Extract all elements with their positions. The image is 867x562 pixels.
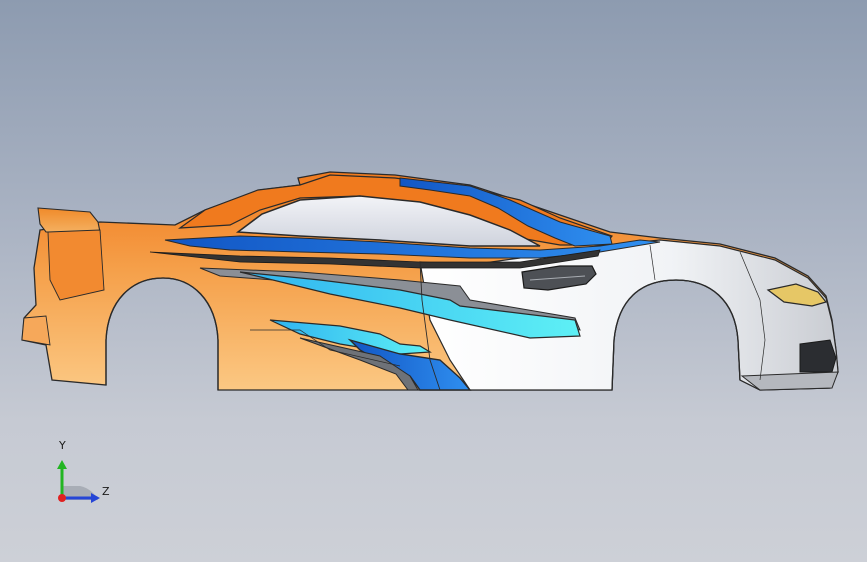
headlight [766,283,828,307]
rear-bumper-detail [21,315,51,346]
z-axis-label: Z [102,485,110,498]
coordinate-triad: Y Z [40,436,120,516]
cyan-stripe-lower [269,319,432,355]
z-axis-arrowhead-icon [91,493,100,503]
y-axis-arrowhead-icon [57,460,67,469]
coordinate-triad-icon [57,460,100,503]
body-blue-swoosh [164,235,661,259]
surface-line [649,244,656,281]
roof-blue-stripe [399,177,613,247]
front-splitter [740,371,839,391]
side-vent-slat [529,275,586,281]
gray-lower-stripe [299,337,419,391]
surface-line [739,251,766,381]
rear-wing [37,207,101,233]
black-accent-stripe [149,249,601,269]
door-seam [419,261,441,391]
rear-panel-detail [47,229,105,301]
front-intake [799,339,837,373]
y-axis-label: Y [59,439,66,452]
cyan-stripe-upper [239,271,581,339]
surface-line [250,329,401,367]
front-wheel-arch [611,279,741,391]
x-axis-dot-icon [58,494,66,502]
rear-wheel-arch [105,277,219,390]
side-window [235,195,541,247]
